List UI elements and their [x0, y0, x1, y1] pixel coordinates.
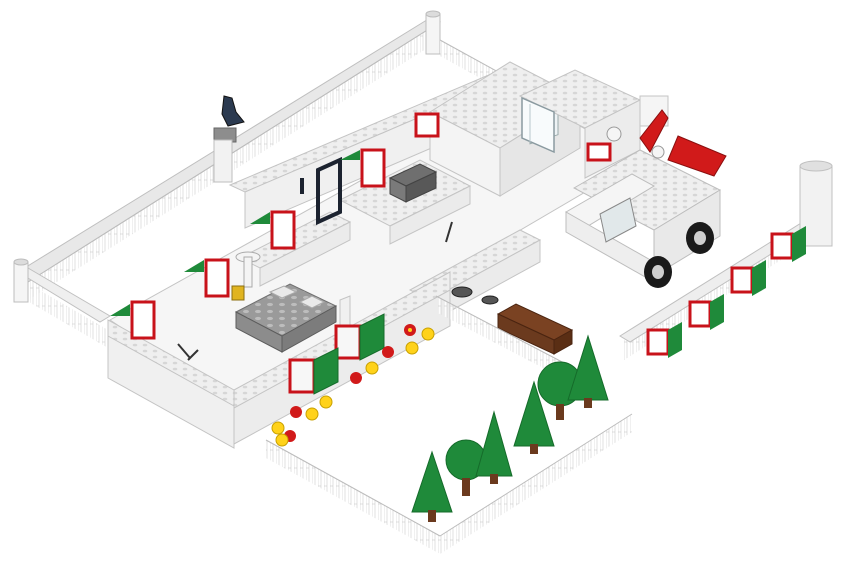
- sofa-icon: [388, 163, 438, 203]
- window-5: [414, 112, 440, 138]
- fence-window-3: [730, 260, 766, 296]
- fence-left-front: [16, 267, 111, 348]
- flower-red-4: [290, 406, 302, 418]
- flower-yellow-5: [305, 407, 319, 421]
- tree-4: [513, 380, 555, 454]
- corner-post-back: [425, 10, 441, 55]
- tool-icon: [177, 221, 453, 361]
- pots-icon: [451, 286, 499, 305]
- tree-6: [567, 334, 609, 408]
- tree-3: [475, 410, 513, 484]
- flower-yellow-2: [405, 341, 419, 355]
- flower-red-2: [382, 346, 394, 358]
- bench-icon: [496, 303, 574, 355]
- window-1: [110, 300, 156, 340]
- lamp-icon: [231, 251, 261, 301]
- trees: [411, 334, 609, 522]
- mailbox-icon: [213, 95, 245, 183]
- window-6: [586, 142, 612, 162]
- fence-yard-inner: [435, 295, 567, 380]
- flower-yellow-1: [421, 327, 435, 341]
- tree-1: [411, 450, 453, 522]
- fence-window-2: [688, 294, 724, 330]
- fence-window-1: [646, 322, 682, 358]
- windows-right-fence: [646, 226, 806, 358]
- window-3: [250, 210, 296, 250]
- front-window-2: [288, 347, 339, 395]
- black-door-frame: [300, 156, 342, 226]
- corner-post-left: [13, 258, 29, 303]
- flower-yellow-7: [275, 433, 289, 447]
- flower-red-1: [404, 324, 416, 336]
- flower-yellow-4: [319, 395, 333, 409]
- flowers: [271, 324, 435, 447]
- gray-bed-plate: [234, 283, 338, 353]
- fence-window-4: [770, 226, 806, 262]
- flower-yellow-6: [271, 421, 285, 435]
- window-2: [184, 258, 230, 298]
- truck-icon: [565, 109, 727, 288]
- windows-back: [110, 112, 612, 340]
- window-4: [340, 148, 386, 188]
- flower-yellow-3: [365, 361, 379, 375]
- fence-front: [265, 413, 633, 554]
- flower-red-3: [350, 372, 362, 384]
- garage-glass-door: [521, 96, 555, 154]
